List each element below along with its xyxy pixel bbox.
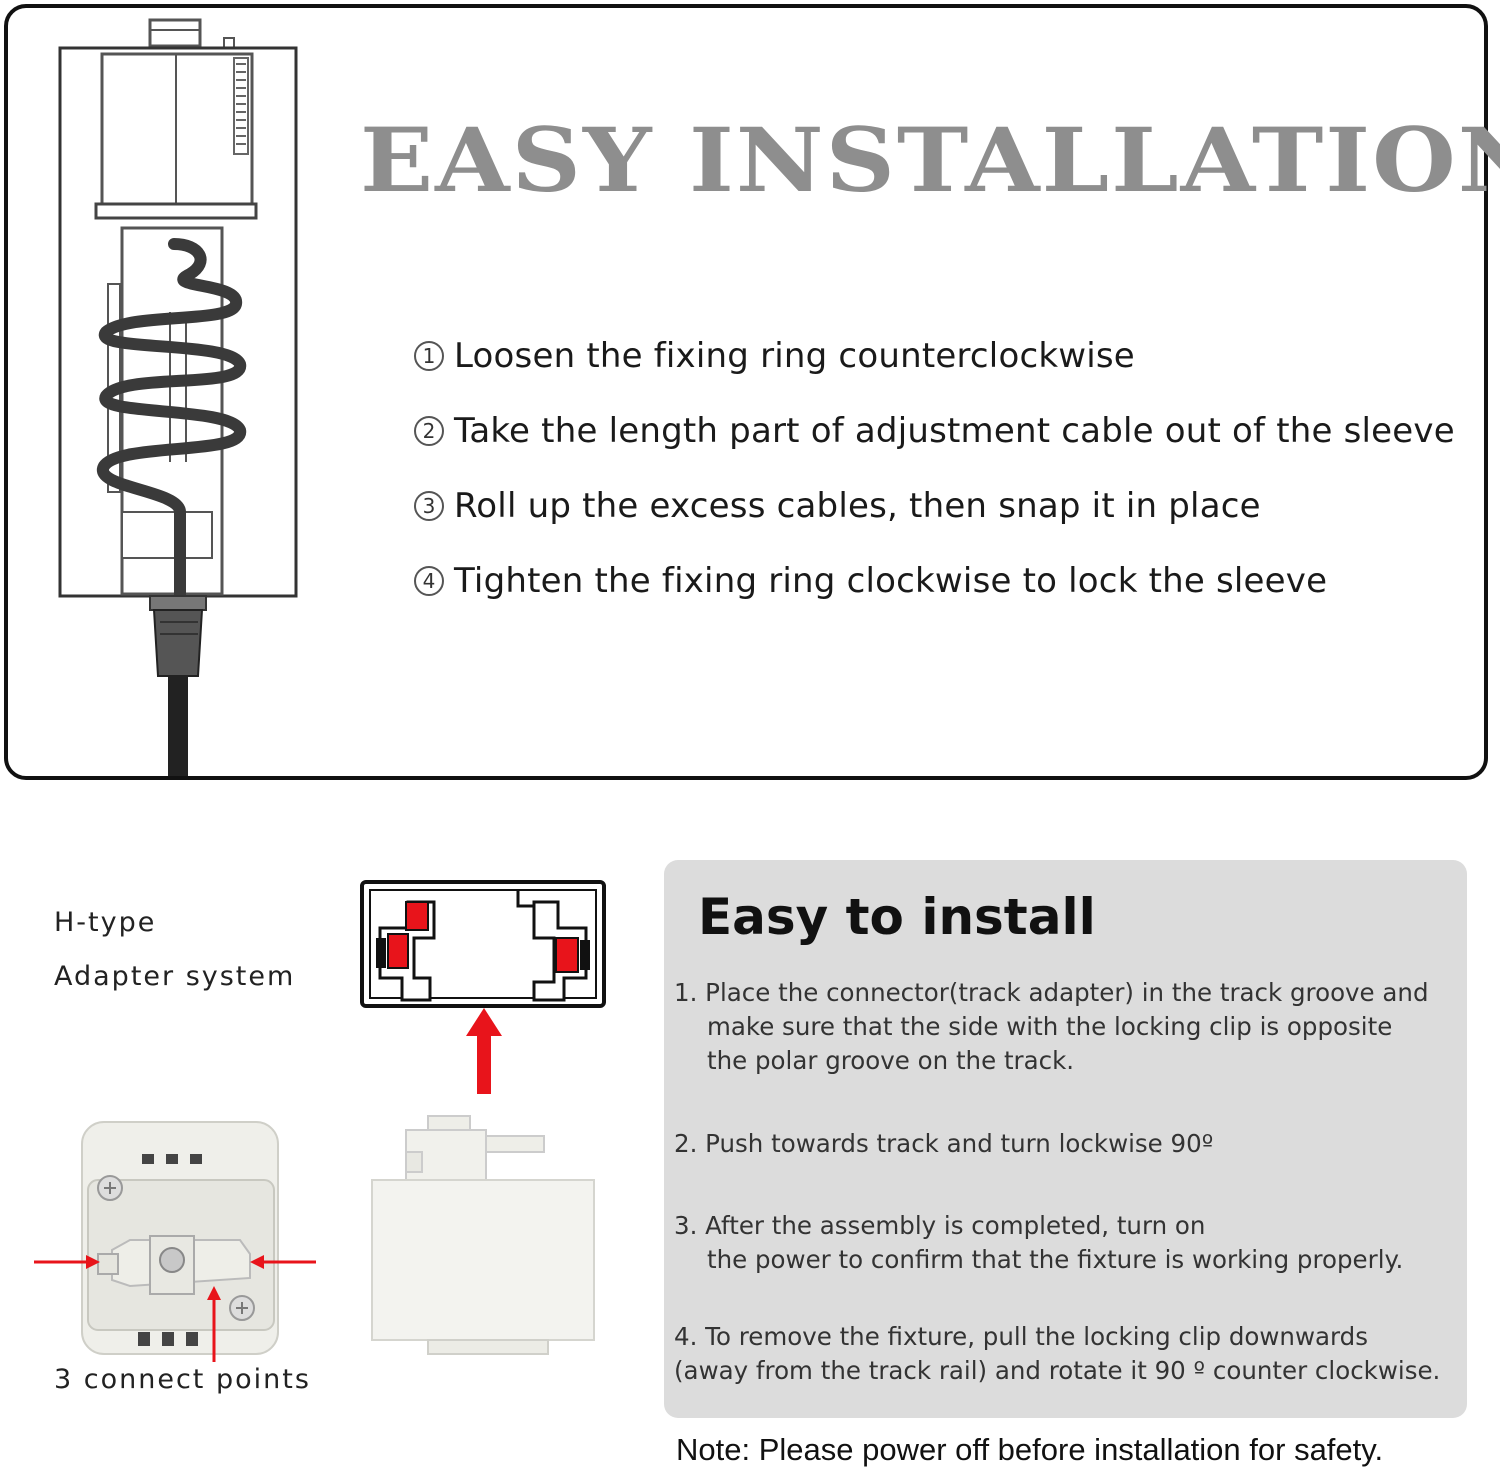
instruction-line: 1. Place the connector(track adapter) in… xyxy=(674,978,1429,1007)
instruction-line: 2. Push towards track and turn lockwise … xyxy=(674,1129,1214,1158)
adapter-type-line1: H-type xyxy=(54,907,157,938)
step-text: Take the length part of adjustment cable… xyxy=(454,410,1455,451)
step-item: 2 Take the length part of adjustment cab… xyxy=(414,393,1455,468)
instruction-item: 1. Place the connector(track adapter) in… xyxy=(674,976,1429,1078)
installation-steps: 1 Loosen the fixing ring counterclockwis… xyxy=(414,318,1455,618)
instruction-item: 2. Push towards track and turn lockwise … xyxy=(674,1127,1213,1161)
install-instructions-box: Easy to install 1. Place the connector(t… xyxy=(664,860,1467,1418)
adapter-type-label: H-type Adapter system xyxy=(54,896,295,1004)
step-text: Loosen the fixing ring counterclockwise xyxy=(454,335,1135,376)
step-number: 2 xyxy=(414,415,444,446)
instruction-item: 4. To remove the fixture, pull the locki… xyxy=(674,1320,1440,1388)
adapter-bottom-image xyxy=(34,1121,316,1362)
step-number: 4 xyxy=(414,565,444,596)
step-number: 1 xyxy=(414,340,444,371)
step-text: Tighten the fixing ring clockwise to loc… xyxy=(454,560,1328,601)
adapter-type-line2: Adapter system xyxy=(54,961,296,992)
safety-note: Note: Please power off before installati… xyxy=(676,1432,1384,1467)
adapter-side-image xyxy=(371,1115,595,1355)
step-number: 3 xyxy=(414,490,444,521)
instruction-line: 4. To remove the fixture, pull the locki… xyxy=(674,1322,1368,1351)
track-cross-section-icon xyxy=(360,880,606,1008)
up-arrow-icon xyxy=(466,1008,502,1094)
instruction-line: (away from the track rail) and rotate it… xyxy=(674,1356,1441,1385)
connect-points-label: 3 connect points xyxy=(54,1364,311,1395)
sleeve-illustration xyxy=(58,18,298,776)
step-item: 1 Loosen the fixing ring counterclockwis… xyxy=(414,318,1455,393)
step-item: 4 Tighten the fixing ring clockwise to l… xyxy=(414,543,1455,618)
box-title: Easy to install xyxy=(698,888,1096,946)
instruction-line: the polar groove on the track. xyxy=(707,1046,1075,1075)
step-text: Roll up the excess cables, then snap it … xyxy=(454,485,1261,526)
instruction-line: the power to confirm that the fixture is… xyxy=(707,1245,1404,1274)
page-title: EASY INSTALLATION xyxy=(360,108,1500,213)
instruction-line: make sure that the side with the locking… xyxy=(707,1012,1393,1041)
instruction-item: 3. After the assembly is completed, turn… xyxy=(674,1209,1403,1277)
step-item: 3 Roll up the excess cables, then snap i… xyxy=(414,468,1455,543)
instruction-line: 3. After the assembly is completed, turn… xyxy=(674,1211,1206,1240)
